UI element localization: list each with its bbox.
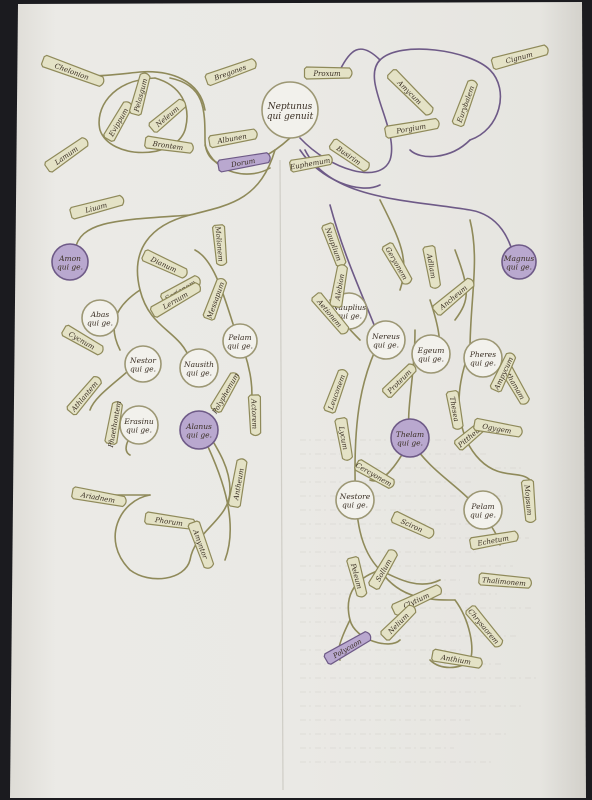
genealogy-tag[interactable]: Anthium bbox=[431, 648, 483, 670]
branch-line bbox=[409, 139, 471, 158]
circle-label: qui ge. bbox=[87, 319, 113, 328]
circle-label: Nereus bbox=[371, 332, 400, 341]
circle-label: Nestore bbox=[339, 492, 371, 501]
circle-label: qui ge. bbox=[227, 342, 253, 351]
circle-label: Nausith bbox=[183, 360, 214, 369]
circle-label: qui ge. bbox=[397, 439, 423, 448]
circle-label: qui ge. bbox=[373, 341, 399, 350]
circle-label: qui ge. bbox=[130, 365, 156, 374]
genealogy-tag[interactable]: Cignum bbox=[490, 43, 550, 71]
tag-label: Molionem bbox=[213, 225, 224, 262]
circle-label: Alanus bbox=[185, 422, 212, 431]
tag-label: Phorum bbox=[153, 516, 183, 528]
genealogy-tag[interactable]: Mopsum bbox=[520, 479, 537, 524]
branch-line bbox=[304, 149, 516, 261]
branch-line bbox=[114, 419, 231, 580]
genealogy-tag[interactable]: Alebion bbox=[329, 264, 349, 309]
tag-label: Thalimonem bbox=[482, 576, 527, 588]
branch-line bbox=[339, 48, 381, 71]
genealogy-tag[interactable]: Porgium bbox=[384, 117, 440, 139]
circle-label: qui ge. bbox=[186, 369, 212, 378]
circle-label: Magnus bbox=[503, 254, 535, 263]
circle-label: qui ge. bbox=[470, 359, 496, 368]
circle-label: Nestor bbox=[129, 356, 156, 365]
genealogy-tag[interactable]: Adliam bbox=[422, 244, 442, 289]
circle-label: qui ge. bbox=[186, 431, 212, 440]
circle-label: Abas bbox=[90, 310, 110, 319]
genealogy-tag[interactable]: Ogygem bbox=[473, 417, 523, 438]
branch-line bbox=[469, 219, 476, 351]
genealogy-tag[interactable]: Thesea bbox=[445, 389, 465, 430]
circle-label: qui genuit bbox=[267, 112, 314, 122]
circle-label: Egeum bbox=[417, 346, 445, 355]
genealogy-tag[interactable]: Echetum bbox=[469, 530, 519, 551]
branch-line bbox=[204, 144, 271, 175]
circle-label: Amon bbox=[58, 254, 81, 263]
circle-label: qui ge. bbox=[506, 263, 532, 272]
genealogy-tag[interactable]: Molionem bbox=[211, 224, 228, 267]
genealogy-tag[interactable]: Dorum bbox=[217, 151, 271, 173]
genealogy-tag[interactable]: Ariadnem bbox=[71, 486, 127, 508]
circle-label: qui ge. bbox=[126, 426, 152, 435]
circle-label: qui ge. bbox=[342, 501, 368, 510]
circle-label: Pelam bbox=[470, 502, 494, 511]
branch-line bbox=[458, 349, 531, 481]
circle-label: qui ge. bbox=[470, 511, 496, 520]
gutter-fold bbox=[279, 159, 284, 791]
circle-label: qui ge. bbox=[418, 355, 444, 364]
circle-label: Thelam bbox=[396, 430, 424, 439]
circle-label: Pheres bbox=[469, 350, 496, 359]
genealogy-tag[interactable]: Liuam bbox=[69, 194, 125, 220]
genealogy-tag[interactable]: Proxum bbox=[303, 66, 353, 80]
branch-line bbox=[74, 214, 191, 251]
circle-label: Neptunus bbox=[267, 102, 313, 112]
genealogy-tag[interactable]: Antheum bbox=[227, 458, 248, 508]
tag-label: Mopsum bbox=[523, 483, 534, 516]
circle-label: qui ge. bbox=[336, 312, 362, 321]
circle-label: Pelam bbox=[227, 333, 251, 342]
genealogy-tag[interactable]: Thalimonem bbox=[478, 572, 532, 590]
genealogy-tag[interactable]: Actorem bbox=[247, 394, 262, 437]
circle-label: qui ge. bbox=[57, 263, 83, 272]
circle-label: Erasinu bbox=[123, 417, 154, 426]
genealogy-tag[interactable]: Albunen bbox=[208, 128, 258, 149]
tag-label: Proxum bbox=[312, 70, 341, 78]
circle-label: Nauplius bbox=[331, 303, 366, 312]
genealogy-tag[interactable]: Lycum bbox=[334, 416, 354, 461]
tag-label: Actorem bbox=[249, 398, 258, 430]
branch-line bbox=[136, 149, 276, 361]
branch-line bbox=[354, 339, 456, 601]
genealogy-tag[interactable]: Brontem bbox=[144, 135, 194, 155]
